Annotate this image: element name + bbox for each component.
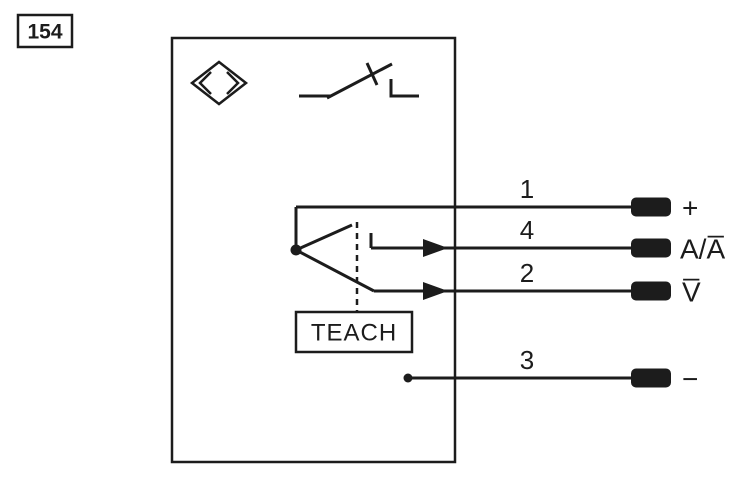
switch-blade-tick [365,62,379,86]
pin-4-wire-group: 4 A/A̅ [371,215,725,265]
figure-number-box: 154 [16,13,74,49]
pin-2-terminal [631,281,671,301]
pin-2-arrow [423,282,448,300]
pin-2-number: 2 [520,258,534,288]
changeover-lower-blade [295,248,375,293]
diamond-inner-left-chevron [198,71,212,95]
pin-1-number: 1 [520,174,534,204]
pin-1-wire-group: 1 + [296,174,698,224]
pin-4-terminal-label: A/A̅ [680,234,725,265]
pin-3-number: 3 [520,345,534,375]
switch-right-lead [389,79,419,98]
pin-3-terminal [631,368,671,388]
optical-sensor-diamond-icon [189,60,249,106]
switch-contact-icon [299,62,419,100]
changeover-upper-blade [295,223,353,252]
pin-4-number: 4 [520,215,534,245]
pin-2-terminal-label: V̅ [682,277,701,308]
pin-1-terminal [631,197,671,217]
pin-2-wire-group: 2 V̅ [374,258,701,308]
teach-circuit: TEACH [290,207,414,354]
switch-blade [326,62,393,100]
sensor-body [170,36,457,464]
teach-box [294,310,414,354]
diamond-inner-right-chevron [226,71,240,95]
pin-4-arrow [423,239,448,257]
figure-number-frame [16,13,74,49]
figure-number: 154 [27,21,62,44]
pin-3-wire-group: 3 − [403,345,698,395]
pin-1-terminal-label: + [682,193,698,224]
pin-3-terminal-label: − [682,364,698,395]
teach-label: TEACH [311,320,397,347]
diamond-outline [189,60,249,106]
pin-4-terminal [631,238,671,258]
